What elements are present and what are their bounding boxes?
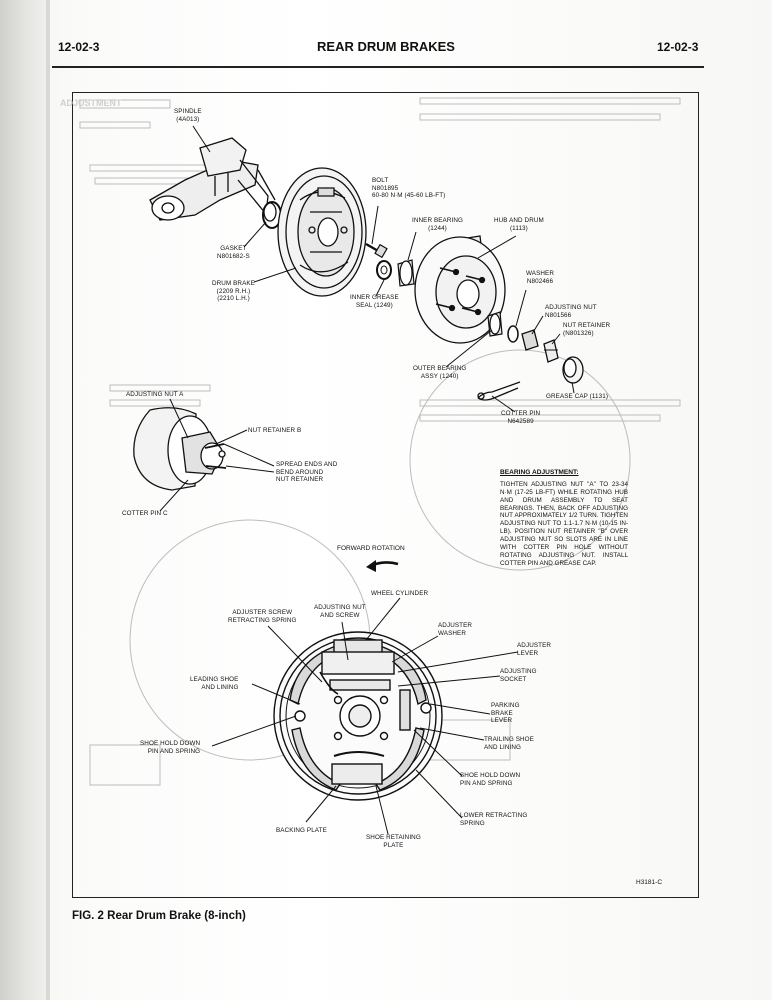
label-nut-retainer-b: NUT RETAINER B <box>248 427 302 434</box>
label-shoe-retaining-plate: SHOE RETAINING PLATE <box>366 834 421 849</box>
label-outer-bearing: OUTER BEARING ASSY (1240) <box>413 365 467 380</box>
page-number-right: 12-02-3 <box>657 40 699 54</box>
label-inner-grease-seal: INNER GREASE SEAL (1249) <box>350 294 399 309</box>
binding-edge <box>46 0 50 1000</box>
cotter-pin-part <box>477 381 521 401</box>
grease-cap-part <box>562 356 584 384</box>
figure-caption: FIG. 2 Rear Drum Brake (8-inch) <box>72 910 246 922</box>
inner-seal <box>376 260 392 280</box>
bolt-part <box>365 242 388 259</box>
label-adjuster-washer: ADJUSTER WASHER <box>438 622 473 637</box>
spindle-part <box>149 137 277 222</box>
label-parking-brake-lever: PARKING BRAKE LEVER <box>491 702 520 725</box>
outer-bearing-part <box>487 311 503 337</box>
forward-rotation-arrow <box>366 560 399 572</box>
bearing-adjustment-body: TIGHTEN ADJUSTING NUT "A" TO 23-34 N·m (… <box>500 481 628 567</box>
forward-rotation-label: FORWARD ROTATION <box>337 545 405 552</box>
detail-view <box>133 407 227 491</box>
figure-code: H3181-C <box>636 879 663 886</box>
label-gasket: GASKET N801682-S <box>217 245 250 260</box>
page-number-left: 12-02-3 <box>58 40 100 54</box>
label-trailing-shoe: TRAILING SHOE AND LINING <box>484 736 534 751</box>
label-drum-brake: DRUM BRAKE (2209 R.H.) (2210 L.H.) <box>212 280 255 303</box>
label-lower-retracting-spring: LOWER RETRACTING SPRING <box>460 812 528 827</box>
header-rule <box>52 66 704 68</box>
upper-leaders <box>192 125 575 413</box>
label-cotter-pin-c: COTTER PIN C <box>122 510 168 517</box>
label-grease-cap: GREASE CAP (1131) <box>546 393 609 400</box>
drum-brake-assembly <box>277 167 367 297</box>
hub-and-drum-part <box>414 235 506 344</box>
bearing-adjustment-title: BEARING ADJUSTMENT: <box>500 469 579 476</box>
label-cotter-pin: COTTER PIN N642589 <box>501 410 541 425</box>
drum-brake-main <box>273 631 443 801</box>
label-shoe-hold-down-right: SHOE HOLD DOWN PIN AND SPRING <box>460 772 521 787</box>
label-adjusting-socket: ADJUSTING SOCKET <box>500 668 537 683</box>
label-shoe-hold-down-left: SHOE HOLD DOWN PIN AND SPRING <box>140 740 201 755</box>
label-inner-bearing: INNER BEARING (1244) <box>412 217 463 232</box>
label-washer: WASHER N802466 <box>526 270 555 285</box>
label-spread-ends: SPREAD ENDS AND BEND AROUND NUT RETAINER <box>276 461 338 484</box>
label-adjuster-screw-spring: ADJUSTER SCREW RETRACTING SPRING <box>228 609 297 624</box>
page-binding <box>0 0 50 1000</box>
label-bolt: BOLT N801895 60-80 N·m (45-60 LB-FT) <box>372 177 446 200</box>
label-backing-plate: BACKING PLATE <box>276 827 327 834</box>
detail-leaders <box>159 398 275 512</box>
label-nut-retainer: NUT RETAINER (N801326) <box>563 322 611 337</box>
label-leading-shoe: LEADING SHOE AND LINING <box>190 676 239 691</box>
nut-retainer-part <box>543 339 559 363</box>
label-adjusting-nut: ADJUSTING NUT N801566 <box>545 304 597 319</box>
page-title: REAR DRUM BRAKES <box>317 39 455 54</box>
label-hub-and-drum: HUB AND DRUM (1113) <box>494 217 544 232</box>
figure-frame <box>72 92 699 898</box>
label-adjusting-nut-a: ADJUSTING NUT A <box>126 391 184 398</box>
inner-bearing-part <box>397 259 415 287</box>
adjusting-nut-part <box>521 329 539 351</box>
label-spindle: SPINDLE (4A013) <box>174 108 202 123</box>
washer-part <box>507 325 519 343</box>
label-adjusting-nut-screw: ADJUSTING NUT AND SCREW <box>314 604 366 619</box>
label-adjuster-lever: ADJUSTER LEVER <box>517 642 552 657</box>
label-wheel-cylinder: WHEEL CYLINDER <box>371 590 429 597</box>
lower-leaders <box>211 597 519 835</box>
